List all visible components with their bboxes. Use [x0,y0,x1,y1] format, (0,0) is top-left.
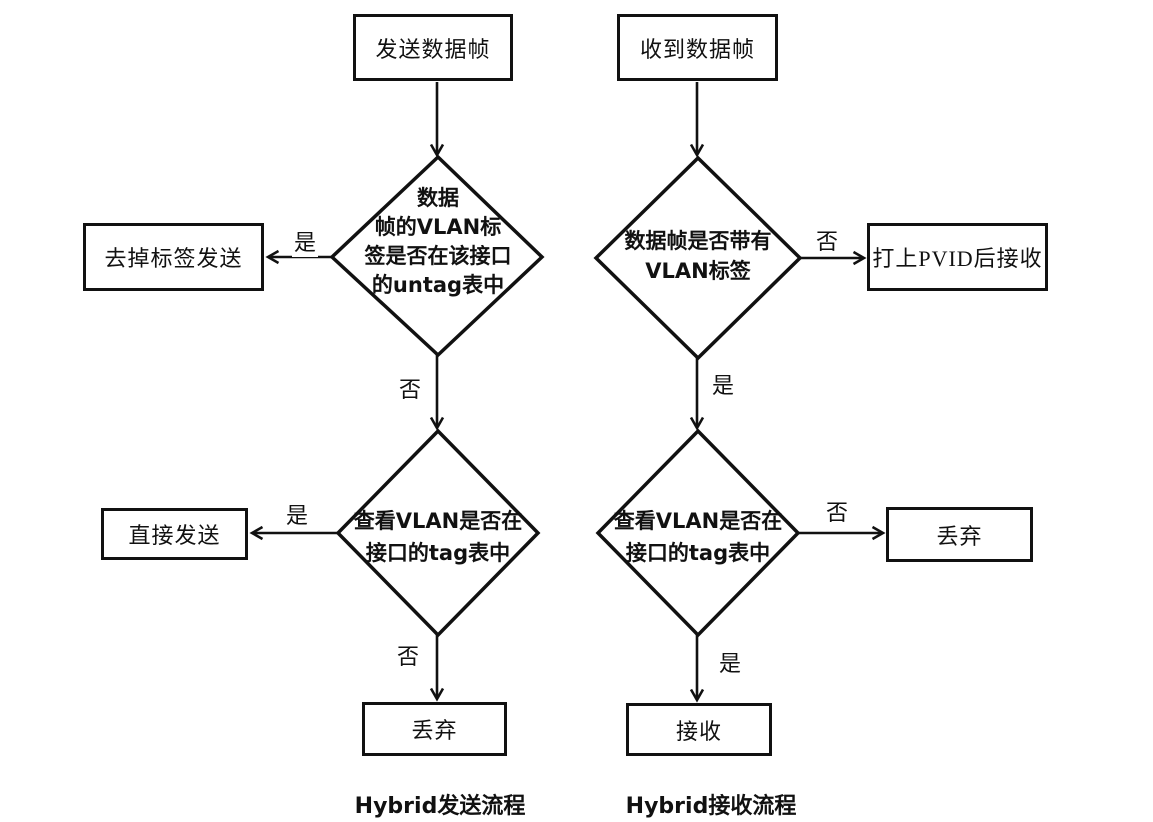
edge-label-left-no-1: 否 [396,372,424,404]
process-box-direct-send: 直接发送 [101,508,248,560]
decision-text-line: 数据帧是否带有 [624,229,772,253]
decision-text-line: VLAN标签 [645,259,751,283]
process-box-discard-right: 丢弃 [886,507,1033,562]
edge-label-right-yes-1: 是 [709,368,737,400]
process-box-receive: 接收 [626,703,772,756]
process-box-receive-frame: 收到数据帧 [617,14,778,81]
decision-text-line: 签是否在该接口 [364,244,512,268]
process-box-send-frame: 发送数据帧 [353,14,513,81]
decision-text-line: 的untag表中 [371,273,505,297]
decision-text-line: 接口的tag表中 [625,541,771,565]
edge-label-right-no-1: 否 [813,224,841,256]
decision-text-line: 查看VLAN是否在 [353,509,523,533]
decision-text-left-2: 查看VLAN是否在 接口的tag表中 [318,505,558,569]
caption-hybrid-send-flow: Hybrid发送流程 [354,794,526,819]
process-box-tag-pvid-receive: 打上PVID后接收 [867,223,1048,291]
decision-text-line: 查看VLAN是否在 [613,509,783,533]
edge-label-left-no-2: 否 [394,639,422,671]
edge-label-right-no-2: 否 [823,495,851,527]
process-box-discard-left: 丢弃 [362,702,507,756]
decision-text-right-1: 数据帧是否带有 VLAN标签 [578,226,818,286]
decision-text-right-2: 查看VLAN是否在 接口的tag表中 [578,505,818,569]
process-box-remove-tag-send: 去掉标签发送 [83,223,264,291]
decision-text-line: 接口的tag表中 [365,541,511,565]
decision-text-line: 数据 [417,186,459,210]
decision-text-left-1: 数据 帧的VLAN标 签是否在该接口 的untag表中 [318,184,558,300]
decision-text-line: 帧的VLAN标 [374,215,502,239]
caption-hybrid-receive-flow: Hybrid接收流程 [625,794,797,819]
edge-label-left-yes-2: 是 [283,498,311,530]
edge-label-right-yes-2: 是 [716,646,744,678]
edge-label-left-yes-1: 是 [291,225,319,257]
